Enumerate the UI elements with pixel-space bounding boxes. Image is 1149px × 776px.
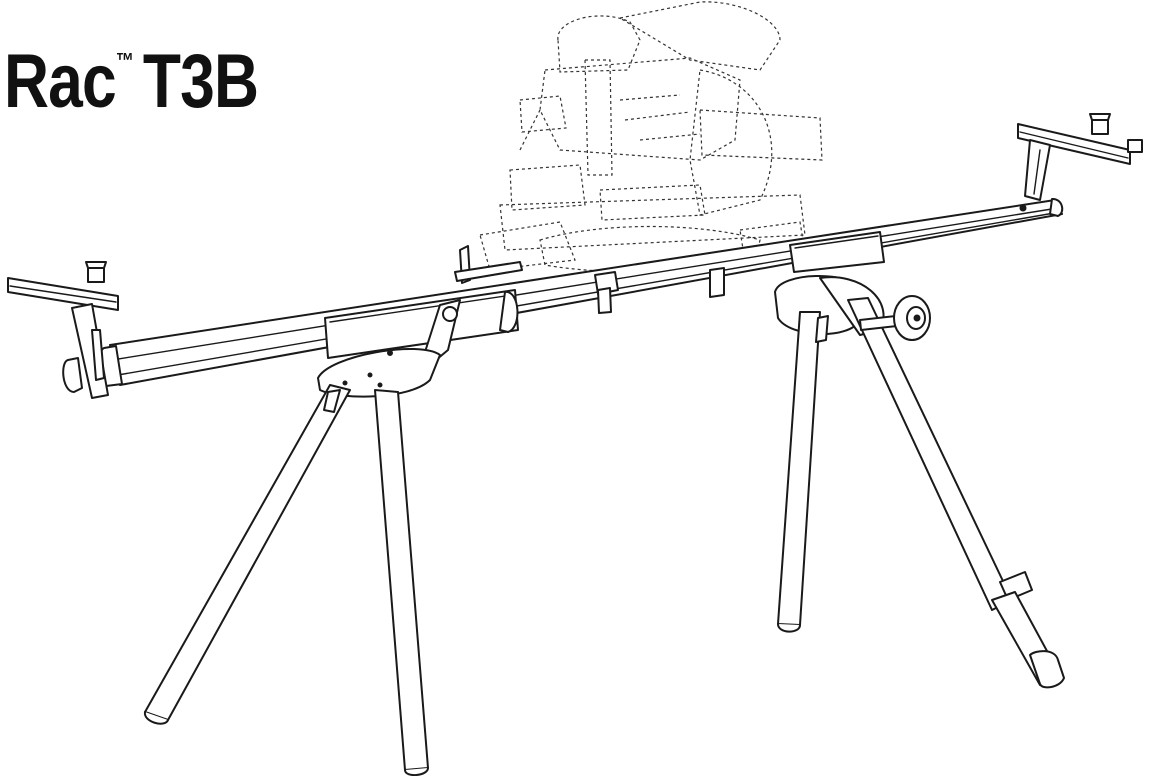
right-end-work-support <box>1017 113 1143 201</box>
product-name: Rac <box>4 39 117 124</box>
rail-slider-right <box>789 231 885 273</box>
left-leg-assembly <box>143 348 441 776</box>
left-clamp-lever <box>424 299 461 366</box>
rail-slider-left <box>324 289 519 359</box>
center-work-support <box>454 245 725 314</box>
wheel <box>859 295 931 341</box>
left-end-work-support <box>7 261 119 399</box>
trademark-symbol: ™ <box>115 48 134 73</box>
product-model: T3B <box>142 39 259 124</box>
main-rail <box>97 198 1064 387</box>
right-leg-assembly <box>774 274 1065 689</box>
miter-saw-outline <box>479 1 823 273</box>
